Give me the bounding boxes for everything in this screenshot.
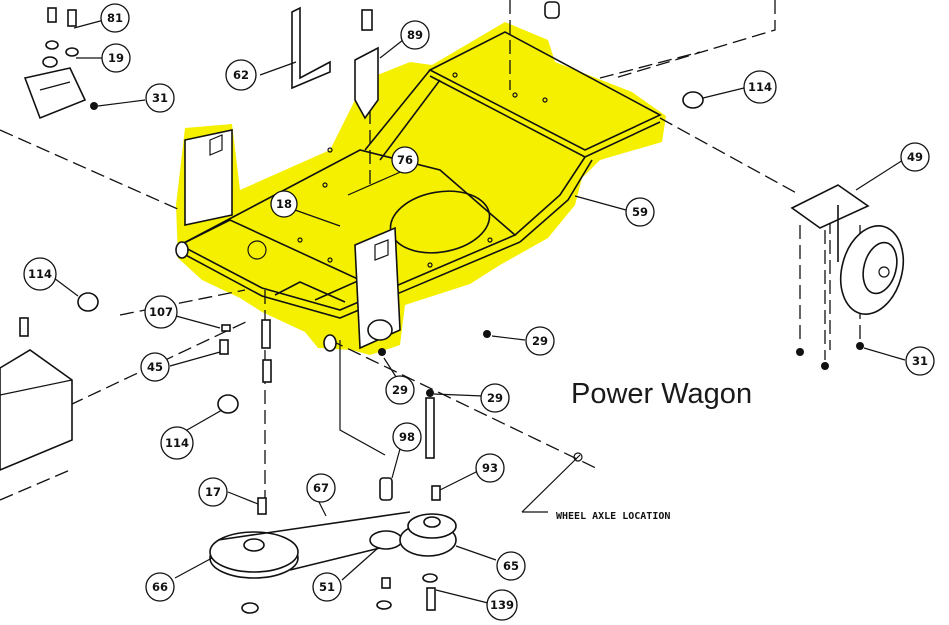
callout-29-right: 29 [525, 326, 555, 356]
callout-76: 76 [391, 146, 419, 174]
callout-17-label: 17 [205, 485, 221, 499]
callout-81: 81 [100, 3, 130, 33]
callout-139-label: 139 [490, 598, 514, 612]
callout-81-label: 81 [107, 11, 123, 25]
callout-89: 89 [400, 20, 430, 50]
callout-93: 93 [475, 453, 505, 483]
callout-31-top: 31 [145, 83, 175, 113]
callout-45: 45 [140, 352, 170, 382]
callout-51: 51 [312, 572, 342, 602]
callout-93-label: 93 [482, 461, 498, 475]
callout-67-label: 67 [313, 481, 329, 495]
callout-59: 59 [625, 197, 655, 227]
callout-29-center-label: 29 [392, 383, 408, 397]
frame-highlight [176, 22, 666, 355]
callout-76-label: 76 [397, 153, 413, 167]
callout-66: 66 [145, 572, 175, 602]
axle-location-note: WHEEL AXLE LOCATION [556, 511, 670, 522]
callout-98: 98 [392, 422, 422, 452]
callout-29-center: 29 [385, 375, 415, 405]
callout-29-right-label: 29 [532, 334, 548, 348]
callout-114-right: 114 [743, 70, 777, 104]
callout-29-lower-label: 29 [487, 391, 503, 405]
callout-31-right: 31 [905, 346, 935, 376]
callout-114-left: 114 [23, 257, 57, 291]
callout-114-left-label: 114 [28, 267, 52, 281]
callout-17: 17 [198, 477, 228, 507]
callout-29-lower: 29 [480, 383, 510, 413]
callout-66-label: 66 [152, 580, 168, 594]
callout-65-label: 65 [503, 559, 519, 573]
callout-114-bottom-label: 114 [165, 436, 189, 450]
callout-49: 49 [900, 142, 930, 172]
callout-62: 62 [225, 59, 257, 91]
dashed-centerlines [0, 0, 861, 501]
callout-98-label: 98 [399, 430, 415, 444]
callout-31-right-label: 31 [912, 354, 928, 368]
callout-18: 18 [270, 190, 298, 218]
callout-65: 65 [496, 551, 526, 581]
wagon-frame [175, 31, 662, 352]
callout-67: 67 [306, 473, 336, 503]
callout-114-bottom: 114 [160, 426, 194, 460]
callout-19: 19 [101, 43, 131, 73]
callout-139: 139 [486, 589, 518, 621]
callout-107-label: 107 [149, 305, 173, 319]
callout-89-label: 89 [407, 28, 423, 42]
axle-pointer [521, 452, 583, 513]
callout-59-label: 59 [632, 205, 648, 219]
callout-45-label: 45 [147, 360, 163, 374]
callout-114-right-label: 114 [748, 80, 772, 94]
hardware-parts [0, 1, 905, 614]
callout-107: 107 [144, 295, 178, 329]
leader-lines [53, 19, 906, 604]
callout-62-label: 62 [233, 68, 249, 82]
callout-18-label: 18 [276, 197, 292, 211]
diagram-title: Power Wagon [571, 378, 753, 410]
callout-49-label: 49 [907, 150, 923, 164]
callout-51-label: 51 [319, 580, 335, 594]
callout-31-top-label: 31 [152, 91, 168, 105]
callout-19-label: 19 [108, 51, 124, 65]
